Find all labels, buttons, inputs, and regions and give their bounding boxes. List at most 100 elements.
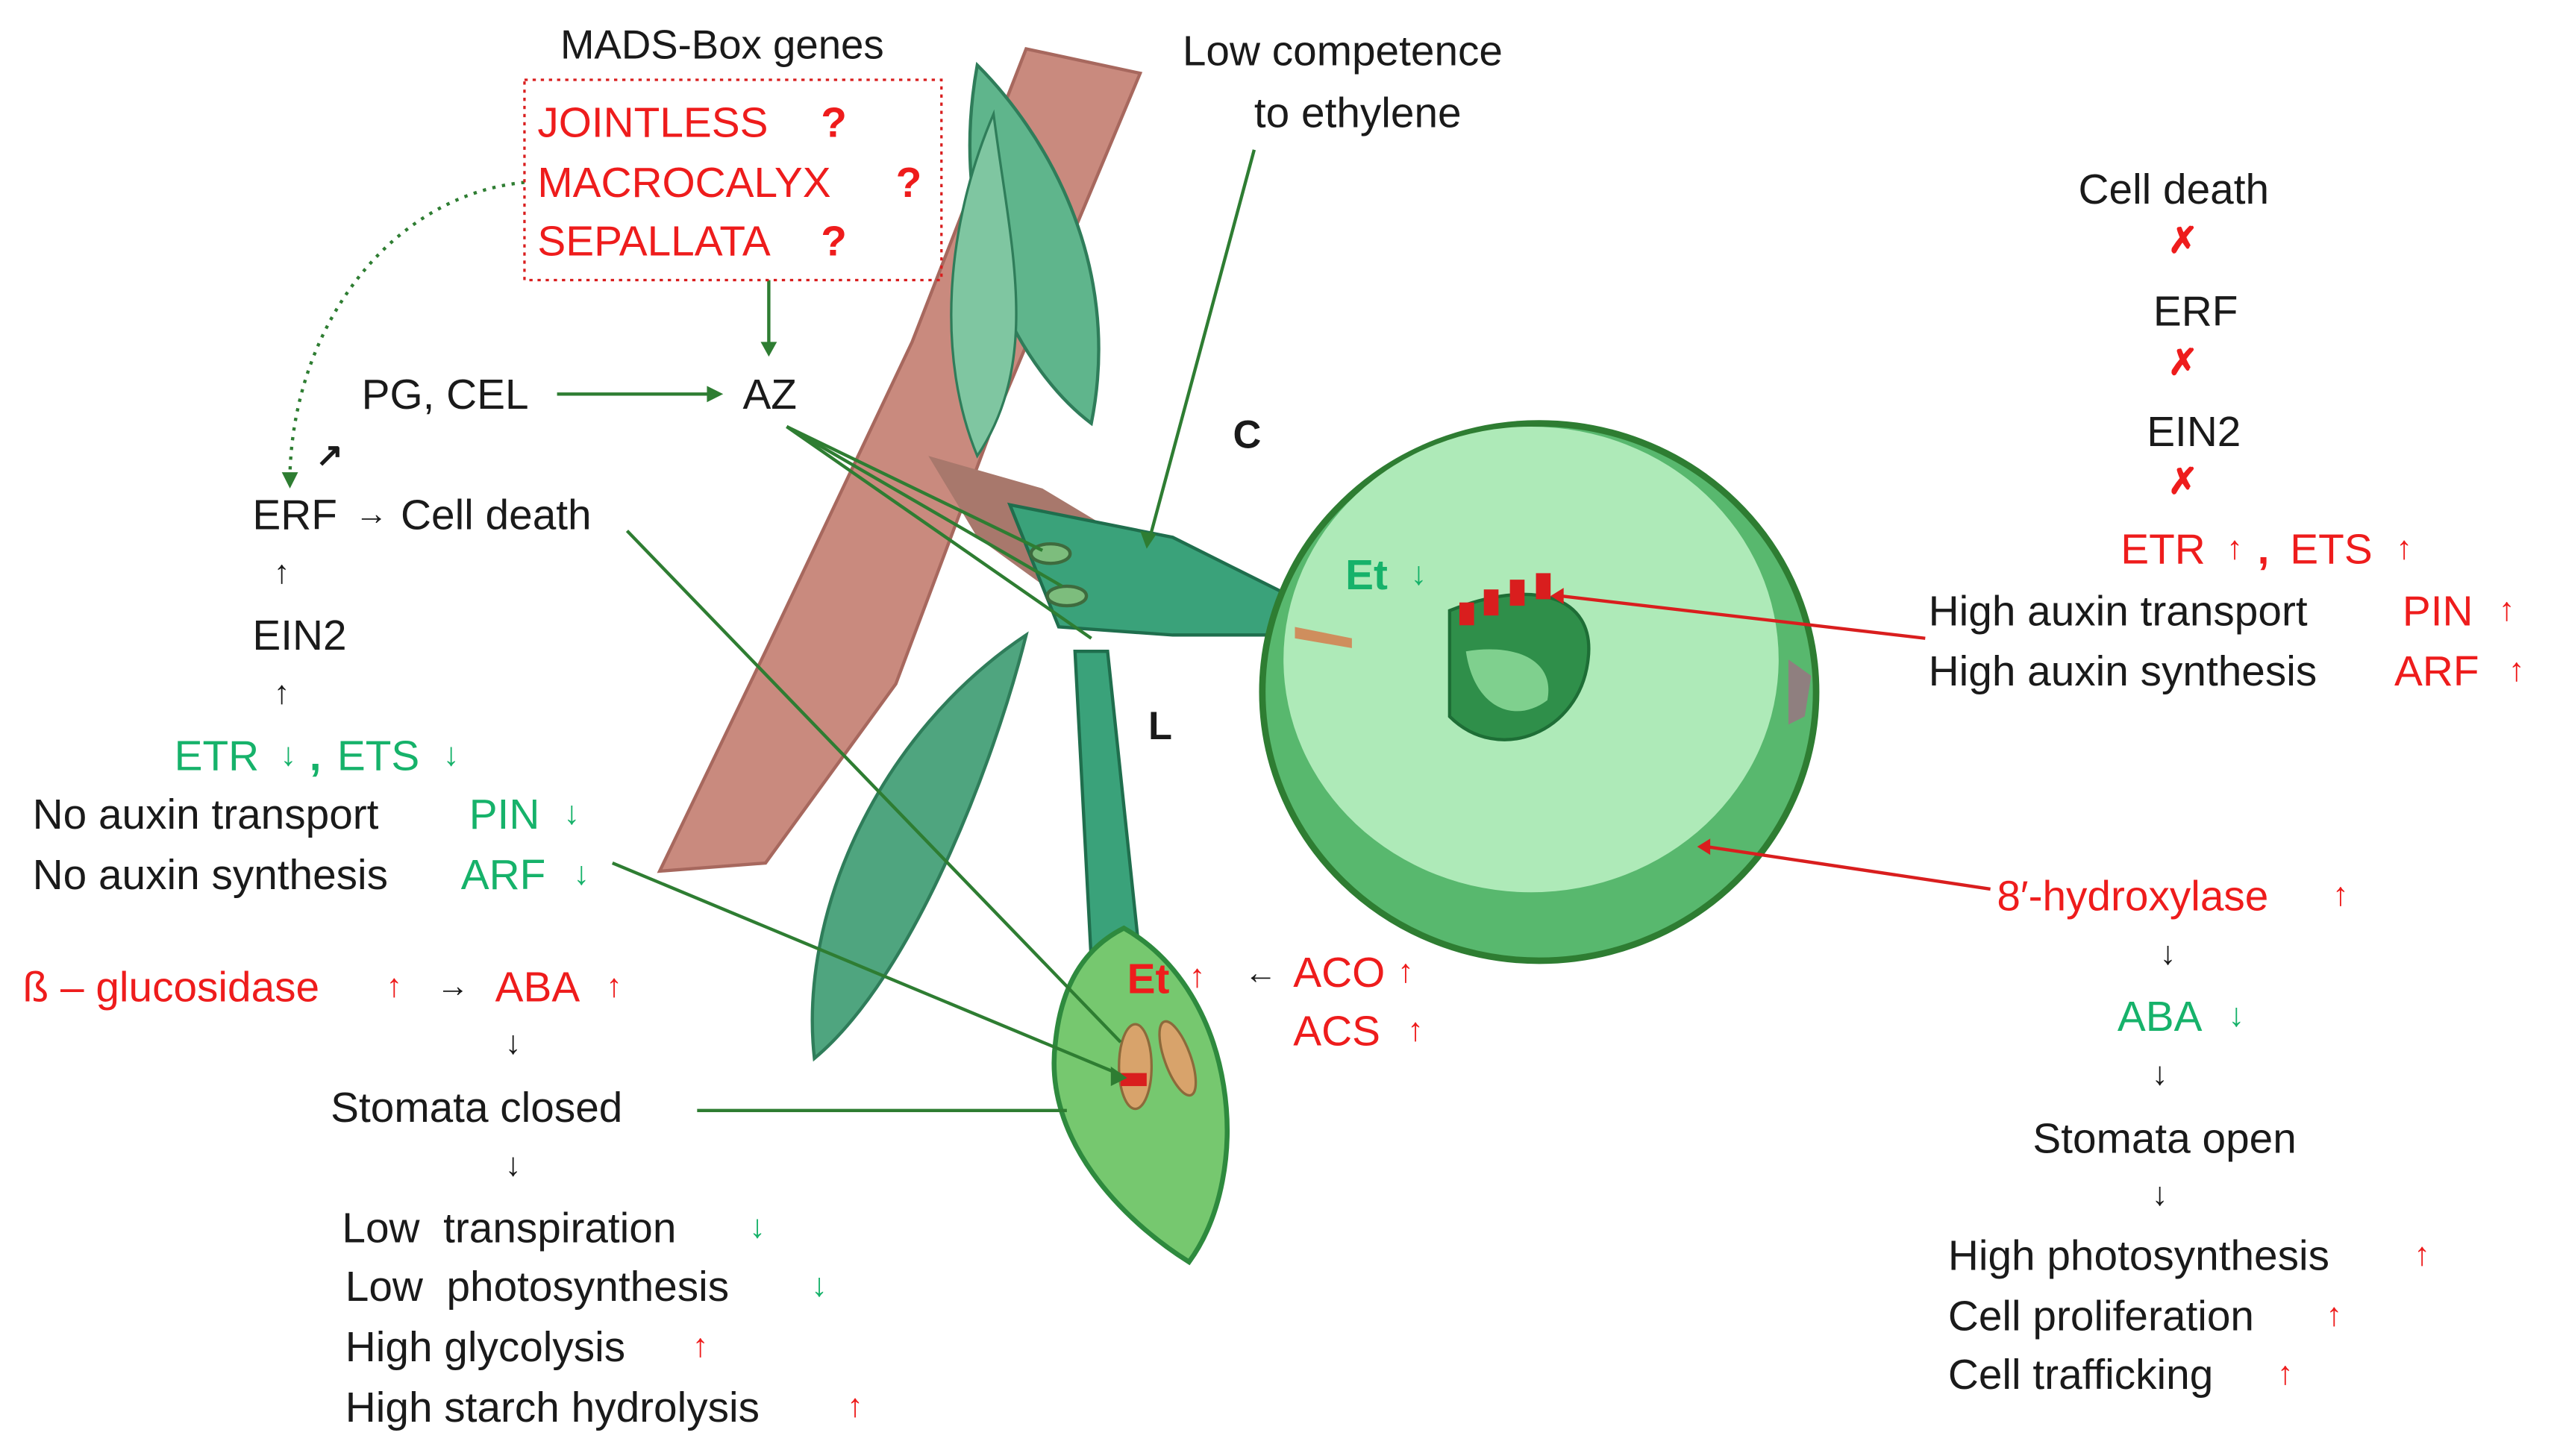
left-arf: ARF (460, 850, 546, 900)
left-aba: ABA (495, 962, 580, 1011)
seed-2 (1158, 1020, 1198, 1097)
seed-marker (1120, 1073, 1147, 1087)
mads-to-erf-head (281, 472, 298, 489)
left-erf-right-arrow-icon: → (354, 496, 388, 533)
aco-left-arrow-icon: ← (1244, 956, 1277, 992)
mads-heading: MADS-Box genes (560, 22, 884, 69)
left-starch-up-icon: ↑ (847, 1389, 863, 1425)
right-cell-proliferation: Cell proliferation (1947, 1291, 2254, 1340)
auxin-bar-1 (1459, 602, 1474, 626)
az-to-node-3 (786, 425, 1092, 640)
seed-1 (1118, 1023, 1154, 1111)
left-high-starch: High starch hydrolysis (345, 1382, 760, 1431)
calyx-end (1788, 659, 1812, 725)
mads-to-erf-arrow (288, 181, 525, 476)
left-up-icon-2: ↑ (273, 675, 290, 712)
right-arf-up-icon: ↑ (2508, 653, 2525, 689)
acs-up-icon: ↑ (1407, 1012, 1424, 1049)
left-no-auxin-transport: No auxin transport (32, 789, 379, 839)
left-arf-down-icon: ↓ (573, 856, 590, 893)
aco-up-icon: ↑ (1397, 954, 1414, 991)
pg-cel-label: PG, CEL (361, 369, 529, 419)
left-stomata-closed: Stomata closed (331, 1082, 623, 1132)
az-label: AZ (742, 369, 797, 419)
mads-to-az-head (760, 342, 777, 357)
right-ein2: EIN2 (2147, 407, 2241, 456)
label-l: L (1148, 705, 1173, 750)
right-blocked-icon-1: ✗ (2168, 219, 2198, 261)
left-photosynthesis-down-icon: ↓ (811, 1268, 827, 1305)
az-node-2 (1045, 584, 1089, 608)
right-ets: ETS (2290, 524, 2373, 574)
right-down-icon-2: ↓ (2151, 1056, 2168, 1093)
left-ets: ETS (337, 731, 420, 780)
right-high-photosynthesis: High photosynthesis (1947, 1231, 2329, 1280)
left-aba-up-icon: ↑ (606, 968, 622, 1005)
left-transpiration-down-icon: ↓ (749, 1209, 766, 1246)
gene-jointless: JOINTLESS (537, 97, 769, 147)
left-comma: , (309, 731, 322, 780)
left-low-transpiration: Low transpiration (342, 1203, 677, 1252)
competence-arrow (1148, 149, 1256, 538)
et-leaf-label: Et (1127, 954, 1170, 1003)
right-etr-up-icon: ↑ (2226, 530, 2243, 567)
right-photosynthesis-up-icon: ↑ (2414, 1237, 2431, 1274)
left-etr-down-icon: ↓ (280, 737, 297, 774)
left-ein2: EIN2 (252, 610, 347, 660)
et-fruit-down-icon: ↓ (1410, 556, 1427, 593)
left-cell-death: Cell death (401, 490, 592, 539)
left-etr: ETR (174, 731, 260, 780)
az-to-node-2 (786, 425, 1063, 588)
right-cell-death: Cell death (2078, 164, 2270, 213)
label-c: C (1233, 413, 1262, 458)
right-comma: , (2257, 524, 2270, 574)
gene-sepallata-qmark: ? (821, 216, 847, 266)
et-leaf-up-icon: ↑ (1189, 958, 1206, 995)
right-high-auxin-transport: High auxin transport (1928, 586, 2308, 636)
right-stomata-open: Stomata open (2032, 1114, 2297, 1163)
right-erf: ERF (2153, 286, 2238, 336)
right-aba: ABA (2117, 991, 2203, 1041)
competence-line-1: Low competence (1182, 25, 1503, 75)
right-arf: ARF (2394, 646, 2479, 696)
mads-box-frame (523, 78, 943, 282)
leaf-stalk (1073, 650, 1142, 963)
left-glycolysis-up-icon: ↑ (692, 1328, 709, 1365)
hydroxylase-to-rind-head (1697, 838, 1711, 856)
hydroxylase-to-rind-arrow (1706, 845, 1991, 891)
auxin-bar-3 (1509, 580, 1525, 606)
auxin-bar-4 (1536, 573, 1551, 600)
left-glucosidase: ß – glucosidase (22, 962, 320, 1011)
left-down-icon-1: ↓ (504, 1026, 522, 1062)
left-glucosidase-right-arrow-icon: → (436, 968, 469, 1005)
right-blocked-icon-2: ✗ (2168, 342, 2198, 383)
gene-sepallata: SEPALLATA (537, 216, 771, 266)
arf-to-seed-arrow (611, 861, 1121, 1076)
right-etr: ETR (2120, 524, 2206, 574)
right-trafficking-up-icon: ↑ (2276, 1356, 2294, 1393)
right-aba-down-icon: ↓ (2228, 998, 2245, 1035)
aco-label: ACO (1293, 947, 1386, 997)
left-ets-down-icon: ↓ (442, 737, 460, 774)
stem-base (1295, 627, 1352, 648)
right-pin-up-icon: ↑ (2498, 592, 2515, 629)
right-blocked-icon-3: ✗ (2168, 460, 2198, 502)
pgcel-to-az-head (707, 386, 724, 403)
celldeath-to-seed-arrow (625, 530, 1122, 1044)
et-fruit-label: Et (1345, 550, 1388, 600)
gene-jointless-qmark: ? (821, 97, 847, 147)
right-down-icon-3: ↓ (2151, 1177, 2168, 1214)
left-pin: PIN (469, 789, 540, 839)
right-proliferation-up-icon: ↑ (2326, 1297, 2343, 1334)
right-ets-up-icon: ↑ (2396, 530, 2413, 567)
right-pin: PIN (2402, 586, 2473, 636)
competence-line-2: to ethylene (1253, 87, 1462, 137)
left-up-icon-1: ↑ (273, 555, 290, 592)
left-glucosidase-up-icon: ↑ (386, 968, 403, 1005)
left-no-auxin-synthesis: No auxin synthesis (32, 850, 389, 900)
right-hydroxylase-up-icon: ↑ (2332, 877, 2349, 914)
lower-leaf (810, 631, 1029, 1062)
az-to-node-1 (786, 424, 1044, 552)
competence-head (1140, 530, 1157, 549)
